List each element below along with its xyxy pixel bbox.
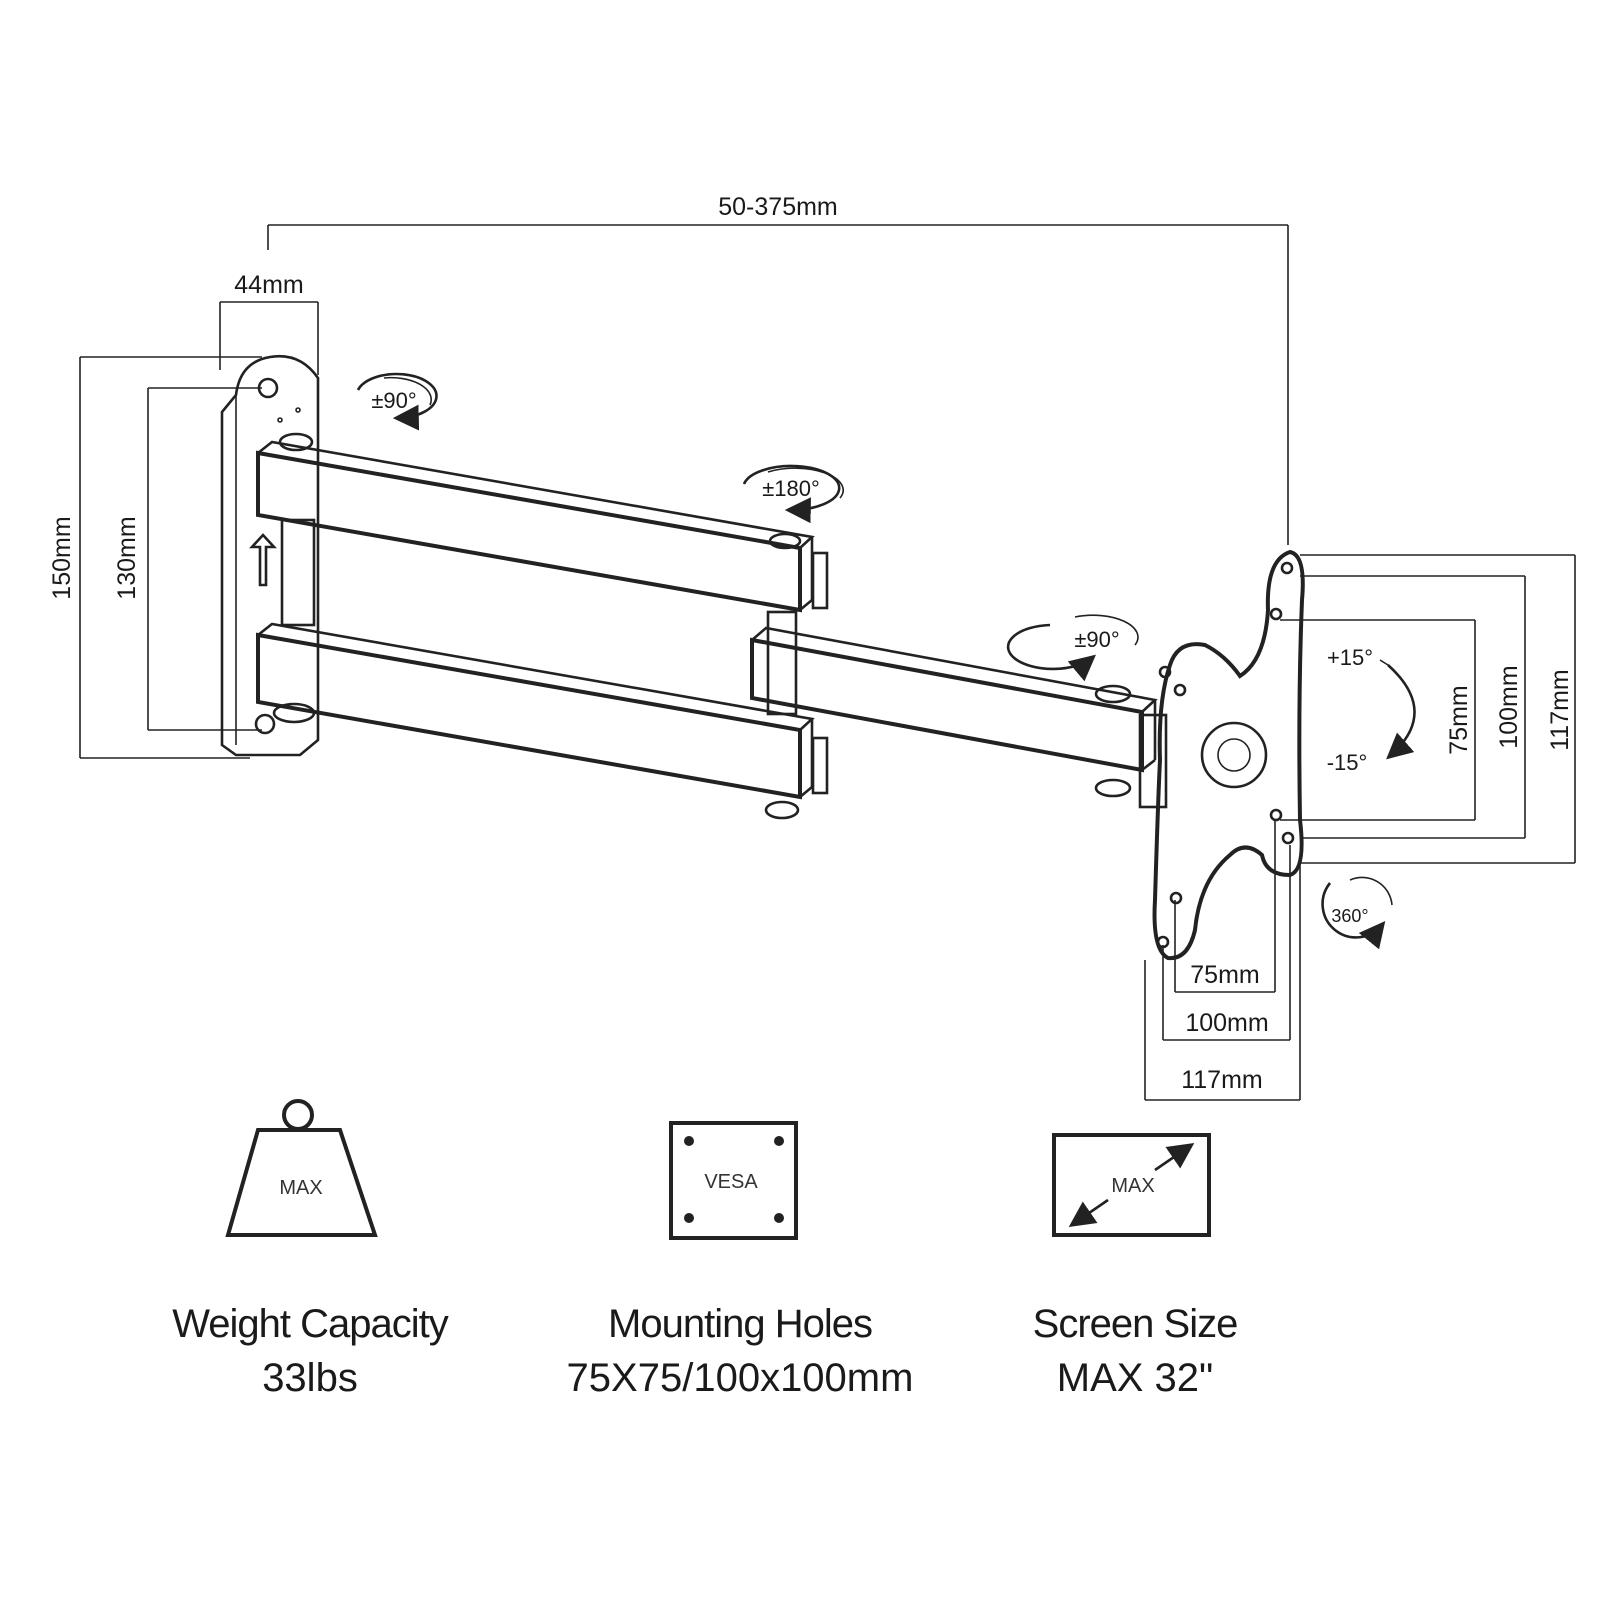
plate-depth-label: 44mm (234, 271, 303, 299)
wall-pivot (272, 432, 316, 724)
weight-icon: MAX (225, 1099, 378, 1237)
wall-pivot-rotation-label: ±90° (371, 388, 416, 413)
screen-size-icon-label: MAX (1111, 1175, 1154, 1197)
tilt-down-label: -15° (1327, 750, 1368, 775)
reach-dimension: 50-375mm (267, 193, 1289, 545)
vesa-horizontal-dimensions: 75mm 100mm 117mm (1144, 820, 1301, 1101)
vesa-h-mid-label: 100mm (1185, 1009, 1268, 1037)
head-pivot-rotation: ±90° (1006, 614, 1139, 682)
vesa-icon: VESA (669, 1121, 798, 1240)
vesa-vertical-dimensions: 117mm 100mm 75mm (1280, 554, 1576, 864)
tilt-rotation: +15° -15° (1327, 645, 1416, 775)
plate-height-dimensions: 150mm 130mm (48, 356, 262, 759)
reach-label: 50-375mm (718, 193, 838, 221)
screen-spec-value: MAX 32" (1056, 1356, 1214, 1400)
rotate-360: 360° (1321, 876, 1393, 950)
weight-icon-label: MAX (279, 1177, 322, 1199)
elbow-rotation: ±180° (742, 464, 844, 524)
weight-spec-value: 33lbs (262, 1356, 358, 1400)
holes-spec: Mounting Holes 75X75/100x100mm (530, 1300, 950, 1408)
vesa-v-mid-label: 100mm (1495, 665, 1523, 748)
elbow-rotation-label: ±180° (762, 476, 820, 501)
plate-depth-dimension: 44mm (219, 271, 319, 375)
up-arrow-icon (249, 533, 277, 587)
screen-spec-title: Screen Size (1032, 1302, 1239, 1346)
upper-arm (256, 440, 829, 613)
plate-height-inner-label: 130mm (113, 516, 141, 599)
wall-pivot-rotation: ±90° (356, 372, 438, 431)
tilt-up-label: +15° (1327, 645, 1373, 670)
plate-height-outer-label: 150mm (48, 516, 76, 599)
head-pivot-rotation-label: ±90° (1074, 627, 1119, 652)
holes-spec-title: Mounting Holes (608, 1302, 873, 1346)
weight-spec-title: Weight Capacity (172, 1302, 449, 1346)
vesa-v-small-label: 75mm (1445, 685, 1473, 754)
vesa-h-large-label: 117mm (1181, 1066, 1263, 1094)
screen-spec: Screen Size MAX 32" (1000, 1300, 1270, 1408)
forearm (750, 626, 1168, 809)
wall-plate (220, 354, 320, 757)
lower-arm (256, 622, 829, 820)
vesa-h-small-label: 75mm (1190, 961, 1259, 989)
rotate-360-label: 360° (1331, 906, 1368, 926)
holes-spec-value: 75X75/100x100mm (566, 1356, 914, 1400)
elbow-pivot (766, 610, 798, 716)
weight-spec: Weight Capacity 33lbs (160, 1300, 460, 1408)
vesa-plate (1152, 549, 1305, 961)
vesa-icon-label: VESA (704, 1171, 758, 1193)
vesa-v-large-label: 117mm (1546, 669, 1574, 751)
screen-size-icon: MAX (1052, 1133, 1211, 1237)
